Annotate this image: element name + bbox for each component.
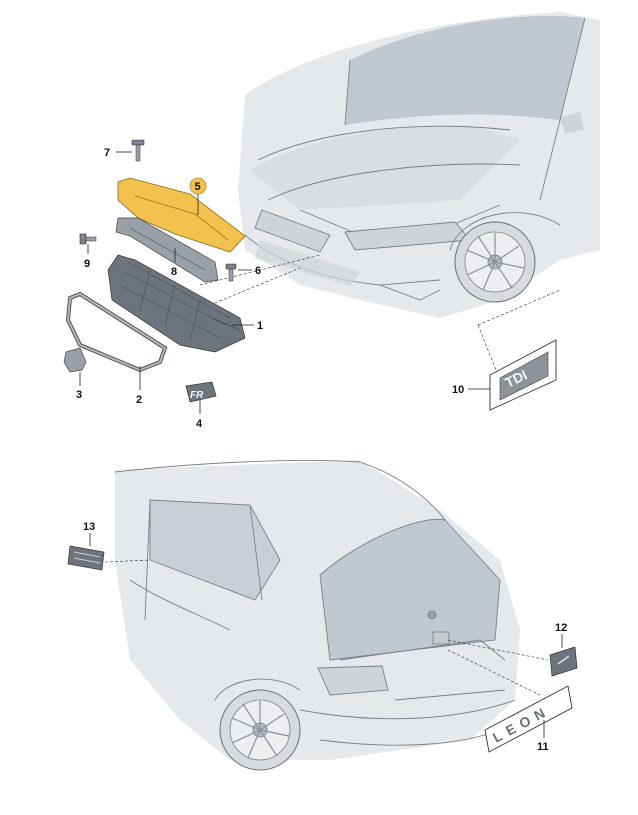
callout-11[interactable]: 11 — [537, 720, 549, 753]
callout-3[interactable]: 3 — [76, 372, 82, 401]
part-8-bracket[interactable] — [115, 217, 219, 283]
callout-13[interactable]: 13 — [83, 521, 95, 546]
part-4-fr-emblem[interactable]: FR — [185, 381, 217, 403]
callout-11-label: 11 — [537, 741, 549, 753]
callout-5-label: 5 — [195, 181, 201, 193]
part-5-air-guide[interactable] — [117, 177, 246, 253]
callout-8[interactable]: 8 — [171, 248, 177, 278]
callout-1[interactable]: 1 — [232, 320, 263, 332]
callout-6[interactable]: 6 — [238, 265, 261, 277]
callout-9-label: 9 — [84, 258, 90, 270]
callout-12-label: 12 — [555, 622, 567, 634]
callout-9[interactable]: 9 — [84, 244, 90, 270]
callout-10[interactable]: 10 — [452, 384, 490, 396]
callout-12[interactable]: 12 — [555, 622, 567, 648]
callout-2-label: 2 — [136, 394, 142, 406]
callout-2[interactable]: 2 — [136, 366, 142, 406]
callout-7-label: 7 — [104, 147, 110, 159]
screw-6[interactable] — [225, 263, 237, 282]
callout-5-marker — [189, 177, 207, 195]
part-12-logo-emblem[interactable] — [549, 646, 578, 677]
screw-9[interactable] — [79, 233, 97, 245]
front-dashed-guides — [199, 254, 561, 381]
part-2-frame[interactable] — [65, 291, 168, 373]
part-13-side-badge[interactable] — [67, 545, 105, 571]
callout-3-label: 3 — [76, 389, 82, 401]
callout-4[interactable]: 4 — [196, 400, 203, 430]
callout-4-label: 4 — [196, 418, 203, 430]
callout-10-label: 10 — [452, 384, 464, 396]
callout-5[interactable]: 5 — [189, 177, 207, 215]
callout-1-label: 1 — [257, 320, 263, 332]
part-10-tdi-badge[interactable]: TDI — [489, 339, 557, 411]
rear-dashed-guides — [104, 559, 549, 696]
callout-13-label: 13 — [83, 521, 95, 533]
front-car-illustration — [238, 12, 600, 318]
rear-car-illustration — [114, 460, 520, 771]
screw-7[interactable] — [131, 139, 145, 162]
callout-6-label: 6 — [255, 265, 261, 277]
part-1-grille[interactable] — [107, 254, 246, 353]
callout-8-label: 8 — [171, 266, 177, 278]
callout-7[interactable]: 7 — [104, 147, 132, 159]
fr-badge-text: FR — [190, 390, 204, 401]
part-3-cap[interactable] — [63, 347, 87, 373]
